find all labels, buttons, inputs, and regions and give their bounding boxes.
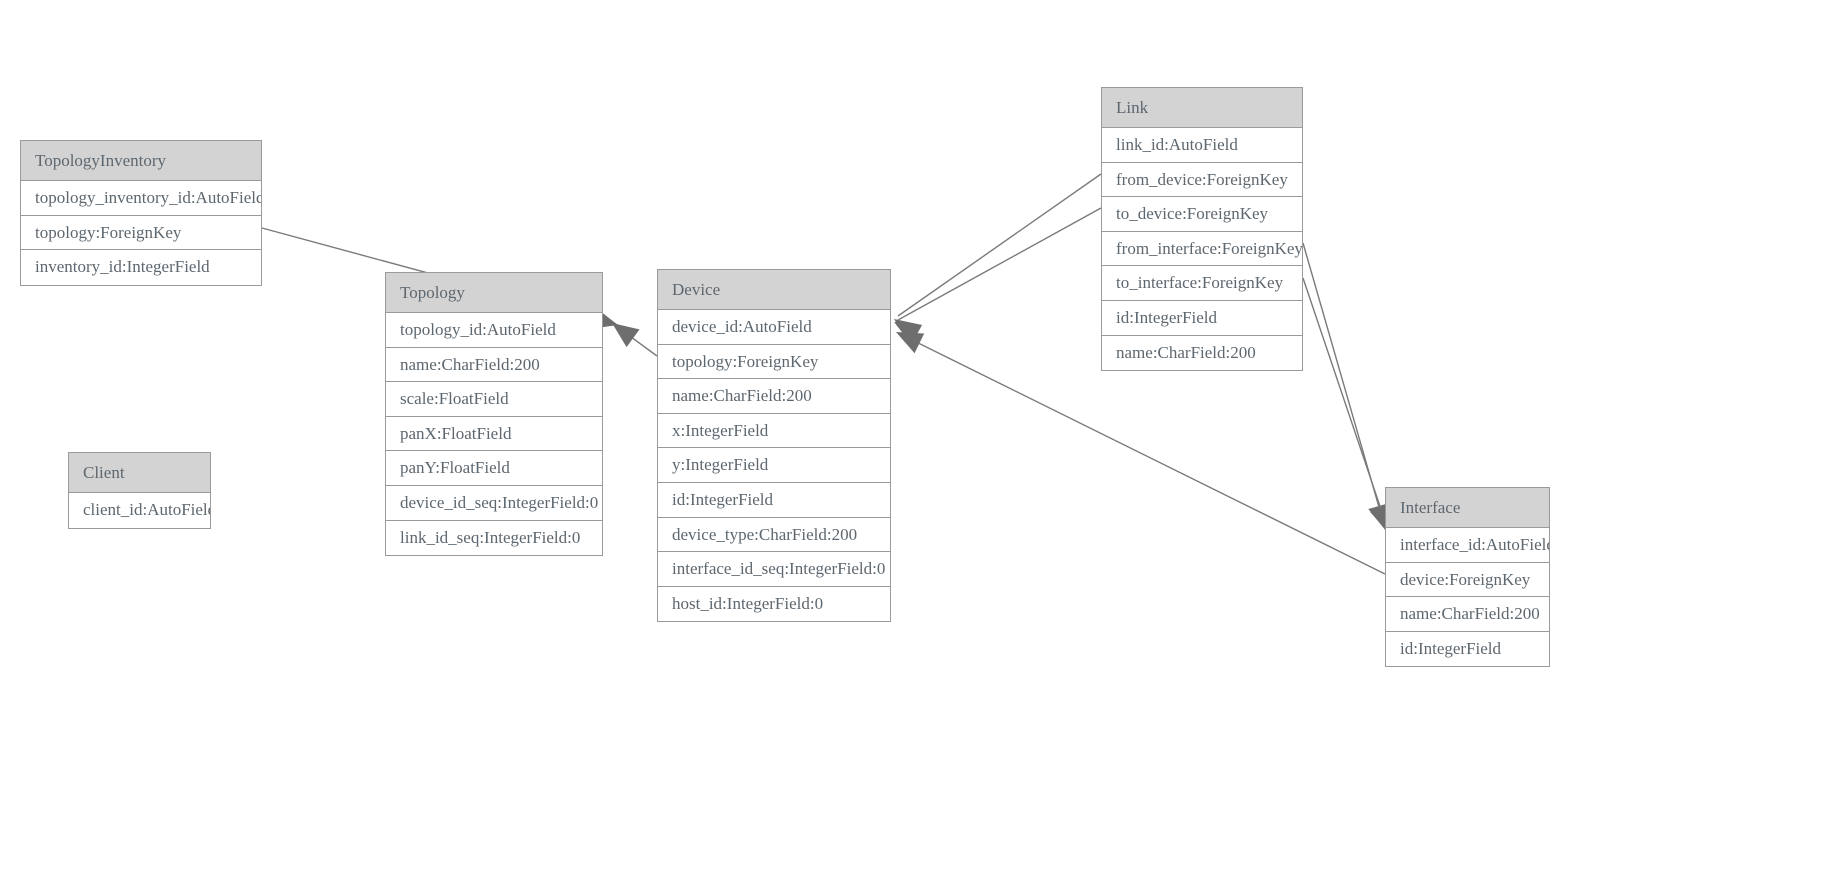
entity-field: device_id:AutoField — [658, 310, 890, 345]
relationship-line — [1302, 277, 1389, 531]
relationship-line — [897, 207, 1102, 321]
entity-field: scale:FloatField — [386, 382, 602, 417]
entity-field: device_id_seq:IntegerField:0 — [386, 485, 602, 521]
entity-field: name:CharField:200 — [386, 347, 602, 383]
relationship-arrowhead — [894, 319, 922, 343]
entity-field: topology_id:AutoField — [386, 313, 602, 348]
entity-field: from_interface:ForeignKey — [1102, 231, 1302, 267]
entity-field: panX:FloatField — [386, 416, 602, 452]
entity-field: interface_id:AutoField — [1386, 528, 1549, 563]
entity-title-client: Client — [69, 453, 210, 493]
entity-field: topology_inventory_id:AutoField — [21, 181, 261, 216]
relationship-line — [1302, 242, 1386, 529]
entity-field: host_id:IntegerField:0 — [658, 586, 890, 622]
entity-field: id:IntegerField — [1386, 631, 1549, 667]
entity-field: name:CharField:200 — [1386, 597, 1549, 632]
entity-field: name:CharField:200 — [1102, 335, 1302, 371]
entity-field: y:IntegerField — [658, 448, 890, 483]
entity-field: topology:ForeignKey — [21, 215, 261, 251]
entity-field: from_device:ForeignKey — [1102, 162, 1302, 198]
entity-field: device:ForeignKey — [1386, 562, 1549, 598]
entity-field: to_device:ForeignKey — [1102, 197, 1302, 232]
entity-field: id:IntegerField — [1102, 300, 1302, 336]
entity-field: id:IntegerField — [658, 482, 890, 518]
entity-field: panY:FloatField — [386, 451, 602, 486]
relationship-arrowhead — [612, 323, 640, 348]
entity-field: link_id_seq:IntegerField:0 — [386, 520, 602, 556]
entity-field: topology:ForeignKey — [658, 344, 890, 380]
relationship-arrowhead — [896, 332, 925, 354]
entity-field: name:CharField:200 — [658, 379, 890, 414]
entity-field: device_type:CharField:200 — [658, 517, 890, 553]
entity-field: to_interface:ForeignKey — [1102, 266, 1302, 301]
entity-field: link_id:AutoField — [1102, 128, 1302, 163]
entity-field: interface_id_seq:IntegerField:0 — [658, 552, 890, 587]
entity-field: client_id:AutoField — [69, 493, 210, 528]
relationship-line — [897, 173, 1102, 317]
relationship-arrowhead — [894, 322, 923, 345]
entity-title-device: Device — [658, 270, 890, 310]
relationship-line — [615, 325, 658, 357]
entity-title-link: Link — [1102, 88, 1302, 128]
entity-field: inventory_id:IntegerField — [21, 250, 261, 285]
entity-title-topology_inventory: TopologyInventory — [21, 141, 261, 181]
entity-field: x:IntegerField — [658, 413, 890, 449]
entity-title-interface: Interface — [1386, 488, 1549, 528]
entity-title-topology: Topology — [386, 273, 602, 313]
